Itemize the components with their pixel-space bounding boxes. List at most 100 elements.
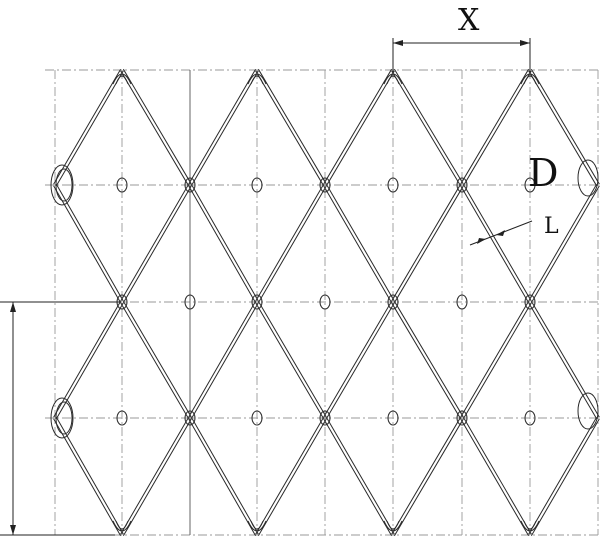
wire-strand bbox=[391, 302, 462, 420]
wire-strand bbox=[122, 185, 192, 304]
wire-twist-node bbox=[524, 177, 536, 193]
dimension-x-label: X bbox=[458, 3, 480, 38]
dimension-l-label: L bbox=[544, 214, 559, 239]
wire-strand bbox=[190, 183, 259, 302]
wire-strand bbox=[393, 418, 464, 537]
bottom-apex-inner bbox=[115, 520, 129, 530]
wire-strand bbox=[460, 185, 530, 304]
bottom-apex-inner bbox=[386, 520, 400, 530]
top-apex bbox=[383, 73, 403, 85]
wire-strand bbox=[122, 418, 192, 537]
wire-twist-node bbox=[184, 410, 196, 426]
wire-strand bbox=[122, 300, 192, 418]
wire-strand bbox=[460, 418, 530, 537]
wire-twist-node bbox=[184, 177, 196, 193]
bottom-apex bbox=[520, 520, 540, 532]
left-upper-loop bbox=[50, 164, 74, 206]
wire-strand bbox=[391, 70, 462, 187]
wire-strand bbox=[53, 185, 122, 304]
wire-twist-node bbox=[456, 294, 468, 310]
wire-strand bbox=[325, 302, 395, 420]
right-upper-loop bbox=[577, 159, 599, 197]
wire-strand bbox=[530, 300, 600, 418]
wire-strand bbox=[257, 185, 327, 304]
wire-strand bbox=[393, 68, 464, 185]
top-apex bbox=[520, 73, 540, 85]
dimension-vertical-left bbox=[0, 301, 120, 536]
wire-twist-node bbox=[456, 410, 468, 426]
dimension-x: X bbox=[392, 3, 531, 72]
wire-strand bbox=[122, 68, 192, 185]
wire-twist-node bbox=[456, 177, 468, 193]
wire-twist-node bbox=[319, 177, 331, 193]
wire-strand bbox=[323, 300, 393, 418]
wire-strand bbox=[462, 302, 532, 420]
wire-strand bbox=[323, 185, 393, 304]
edge-loops bbox=[50, 159, 599, 439]
wire-strand bbox=[190, 70, 259, 187]
wire-twist-node bbox=[524, 410, 536, 426]
wire-strand bbox=[255, 302, 325, 420]
wire-strand bbox=[462, 416, 532, 535]
top-apex bbox=[247, 73, 267, 85]
wire-strand bbox=[325, 183, 395, 302]
wire-strand bbox=[530, 68, 600, 185]
wire-strand bbox=[190, 302, 259, 420]
bottom-apex bbox=[112, 520, 132, 532]
wire-strand bbox=[325, 416, 395, 535]
wire-strand bbox=[323, 418, 393, 537]
left-lower-loop bbox=[50, 397, 74, 439]
wire-strand bbox=[462, 70, 532, 187]
wire-strand bbox=[257, 418, 327, 537]
dimension-d-label: D bbox=[528, 151, 558, 195]
wire-strand bbox=[55, 183, 124, 302]
wire-strand bbox=[120, 183, 190, 302]
wire-strand bbox=[528, 70, 598, 187]
wire-strand bbox=[120, 416, 190, 535]
left-lower-loop-inner bbox=[55, 401, 73, 435]
wire-strand bbox=[53, 68, 122, 185]
wire-strand bbox=[188, 300, 257, 418]
wire-strand bbox=[257, 300, 327, 418]
wire-twist-node bbox=[251, 410, 263, 426]
wire-twist-node bbox=[251, 294, 263, 310]
bottom-apex-inner bbox=[523, 520, 537, 530]
wire-strand bbox=[255, 70, 325, 187]
wire-strand bbox=[530, 185, 600, 304]
top-apex bbox=[112, 73, 132, 85]
wire-strand bbox=[53, 418, 122, 537]
wire-strand bbox=[528, 302, 598, 420]
diamond-wire-mesh bbox=[53, 68, 600, 537]
wire-twist-node bbox=[524, 294, 536, 310]
wire-strand bbox=[55, 302, 124, 420]
wire-twist-node bbox=[319, 294, 331, 310]
bottom-apex-inner bbox=[250, 520, 264, 530]
wire-strand bbox=[55, 70, 124, 187]
wire-strand bbox=[391, 183, 462, 302]
top-apex-inner bbox=[250, 75, 264, 85]
dimension-l: L bbox=[469, 214, 559, 246]
construction-grid bbox=[45, 69, 600, 536]
top-apex-inner bbox=[386, 75, 400, 85]
wire-strand bbox=[325, 70, 395, 187]
bottom-apex bbox=[383, 520, 403, 532]
wire-strand bbox=[460, 300, 530, 418]
wire-strand bbox=[188, 418, 257, 537]
wire-strand bbox=[53, 300, 122, 418]
right-lower-loop bbox=[577, 392, 599, 430]
wire-twist-node bbox=[116, 177, 128, 193]
wire-strand bbox=[120, 302, 190, 420]
top-apex-inner bbox=[523, 75, 537, 85]
wire-strand bbox=[462, 183, 532, 302]
wire-strand bbox=[460, 68, 530, 185]
wire-twist-node bbox=[116, 410, 128, 426]
wire-strand bbox=[190, 416, 259, 535]
wire-strand bbox=[528, 416, 598, 535]
wire-twist-node bbox=[319, 410, 331, 426]
wire-strand bbox=[528, 183, 598, 302]
wire-strand bbox=[257, 68, 327, 185]
wire-strand bbox=[393, 185, 464, 304]
left-upper-loop-inner bbox=[55, 168, 73, 202]
wire-twist-node bbox=[387, 410, 399, 426]
